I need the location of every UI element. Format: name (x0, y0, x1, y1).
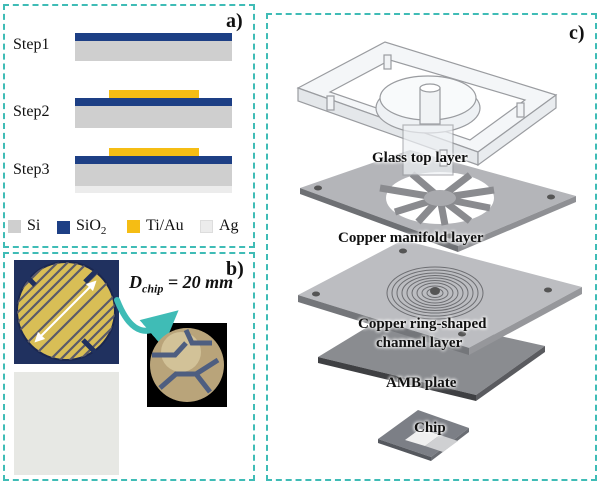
legend-sio2: SiO2 (57, 217, 106, 237)
legend-label-si: Si (27, 217, 41, 234)
panel-c (266, 13, 597, 481)
dimension-symbol: D (129, 272, 142, 292)
flip-arrow (114, 297, 179, 348)
legend-label-ag: Ag (219, 217, 239, 234)
panel-b-label: b) (226, 258, 244, 280)
legend-ag: Ag (200, 217, 239, 235)
amb-plate-label: AMB plate (386, 375, 457, 391)
glass-layer-graphic (296, 41, 558, 176)
legend-swatch-si (8, 219, 21, 233)
legend-label-sio2-main: SiO (76, 217, 101, 234)
legend-swatch-tiau (127, 219, 140, 233)
legend-label-sio2: SiO2 (76, 217, 106, 237)
legend-label-tiau: Ti/Au (146, 217, 184, 234)
legend-swatch-ag (200, 219, 213, 233)
glass-top-layer-label: Glass top layer (372, 150, 468, 166)
step3-label: Step3 (13, 161, 50, 178)
step1-label: Step1 (13, 36, 50, 53)
step2-si-layer (75, 106, 232, 128)
step3-si-layer (75, 164, 232, 186)
step3-ag-layer (75, 186, 232, 193)
channel-layer-graphic (298, 240, 582, 355)
step3-sio2-layer (75, 156, 232, 164)
legend-swatch-sio2 (57, 220, 70, 234)
amb-plate-graphic (318, 312, 545, 401)
step1-si-layer (75, 41, 232, 61)
chip-layer-graphic (378, 410, 469, 461)
legend-label-sio2-sub: 2 (100, 225, 107, 238)
chip-label: Chip (414, 420, 446, 436)
legend-si: Si (8, 217, 40, 235)
dimension-subscript: chip (142, 281, 164, 296)
legend-tiau: Ti/Au (127, 217, 184, 235)
manifold-layer-graphic (300, 150, 576, 252)
chip-photo (16, 261, 116, 361)
chip-backside-photo (150, 328, 224, 402)
step2-sio2-layer (75, 98, 232, 106)
copper-ring-channel-label-line1: Copper ring-shaped (358, 316, 487, 332)
step2-tiau-layer (109, 90, 199, 98)
step2-label: Step2 (13, 103, 50, 120)
panel-c-label: c) (569, 22, 585, 44)
panel-a (3, 4, 255, 248)
copper-manifold-layer-label: Copper manifold layer (338, 230, 484, 246)
panel-a-label: a) (226, 10, 243, 32)
blank-sample-frame (14, 372, 119, 475)
panel-b (3, 252, 255, 481)
dimension-value: = 20 mm (163, 272, 234, 292)
chip-diameter-label: Dchip = 20 mm (129, 272, 233, 297)
copper-ring-channel-label-line2: channel layer (376, 335, 463, 351)
step1-sio2-layer (75, 33, 232, 41)
step3-tiau-layer (109, 148, 199, 156)
